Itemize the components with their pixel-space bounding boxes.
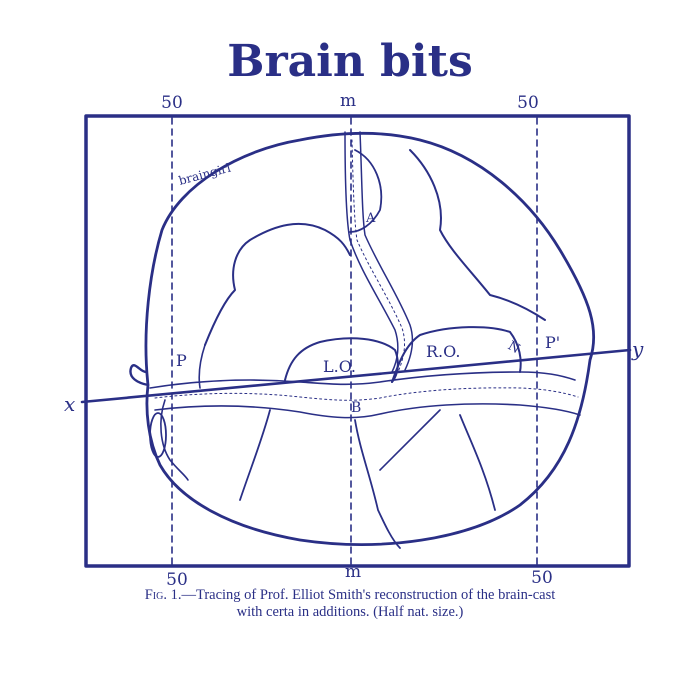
label-x-axis: x bbox=[64, 392, 75, 416]
caption-line-1: —Tracing of Prof. Elliot Smith's reconst… bbox=[181, 587, 556, 603]
label-bottom-right-50: 50 bbox=[531, 568, 553, 588]
inner-lobe-right bbox=[409, 149, 546, 321]
label-y-axis: y bbox=[631, 337, 644, 361]
lower-division-1 bbox=[239, 409, 271, 501]
label-top-m: m bbox=[340, 91, 356, 111]
label-ro: R.O. bbox=[426, 342, 460, 361]
temporal-crack bbox=[160, 399, 189, 481]
lower-division-2 bbox=[354, 419, 401, 549]
frame-border bbox=[84, 114, 631, 568]
label-p-left: P bbox=[176, 351, 187, 370]
right-occipital-lobe bbox=[391, 326, 522, 383]
label-bottom-m: m bbox=[345, 562, 361, 582]
lower-division-4 bbox=[379, 409, 441, 471]
sagittal-band-right bbox=[359, 131, 414, 371]
horizontal-band-bottom bbox=[154, 403, 581, 419]
figure-caption: Fig. 1.—Tracing of Prof. Elliot Smith's … bbox=[60, 587, 640, 621]
caption-fig-label: Fig. 1. bbox=[144, 587, 182, 603]
page-title: Brain bits bbox=[227, 36, 473, 87]
label-braingirl: braingirl bbox=[177, 161, 232, 188]
label-top-right-50: 50 bbox=[517, 93, 539, 113]
stippled-band-sagittal bbox=[351, 139, 406, 373]
caption-line-2: with certa in additions. (Half nat. size… bbox=[236, 604, 464, 620]
label-lo: L.O. bbox=[323, 357, 356, 376]
label-top-left-50: 50 bbox=[161, 93, 183, 113]
label-bottom-left-50: 50 bbox=[166, 570, 188, 590]
x-y-line bbox=[80, 348, 632, 404]
label-p-right: P' bbox=[545, 333, 560, 352]
label-b: B bbox=[351, 400, 361, 416]
left-mastoid-oval bbox=[149, 412, 167, 458]
inner-lobe-upper bbox=[204, 223, 351, 346]
skull-outline bbox=[144, 131, 596, 546]
ear-notch bbox=[129, 364, 150, 387]
sagittal-band-left bbox=[344, 131, 399, 373]
inner-lobe-upper-ridge bbox=[349, 149, 383, 233]
label-a: A bbox=[365, 211, 376, 226]
lobe-division bbox=[198, 344, 206, 389]
stippled-band-horizontal bbox=[154, 387, 579, 401]
lower-division-3 bbox=[459, 414, 496, 511]
horizontal-band-top bbox=[149, 371, 576, 389]
